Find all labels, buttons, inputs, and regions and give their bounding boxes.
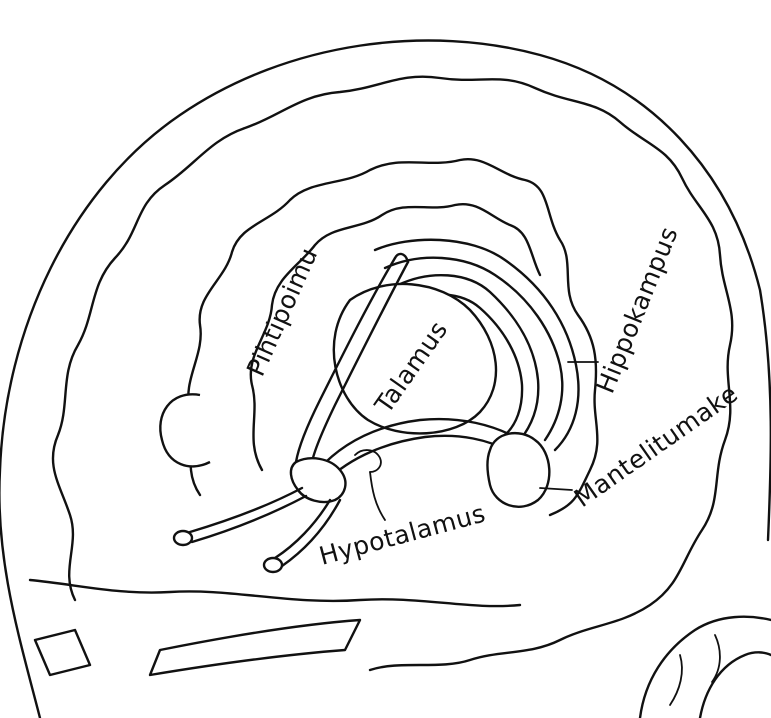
skull-base-left bbox=[35, 630, 90, 675]
label-hypotalamus: Hypotalamus bbox=[316, 499, 489, 571]
brain-base-line bbox=[30, 580, 520, 606]
frontal-bulge bbox=[160, 394, 210, 466]
ear-inner bbox=[700, 652, 771, 718]
ear-detail-a bbox=[670, 655, 682, 705]
label-hippokampus: Hippokampus bbox=[591, 223, 684, 398]
stalk-left-b bbox=[192, 496, 306, 542]
skull-base-center bbox=[150, 620, 360, 675]
leader-hypotalamus bbox=[370, 472, 385, 520]
ear-outline bbox=[640, 617, 771, 718]
label-pihtipoimu: Pihtipoimu bbox=[241, 243, 323, 380]
bulb-left bbox=[174, 531, 192, 545]
stalk-left bbox=[190, 488, 302, 532]
bulb-right bbox=[264, 558, 282, 572]
hypothalamus-shape bbox=[291, 458, 346, 502]
amygdala-shape bbox=[487, 433, 549, 507]
